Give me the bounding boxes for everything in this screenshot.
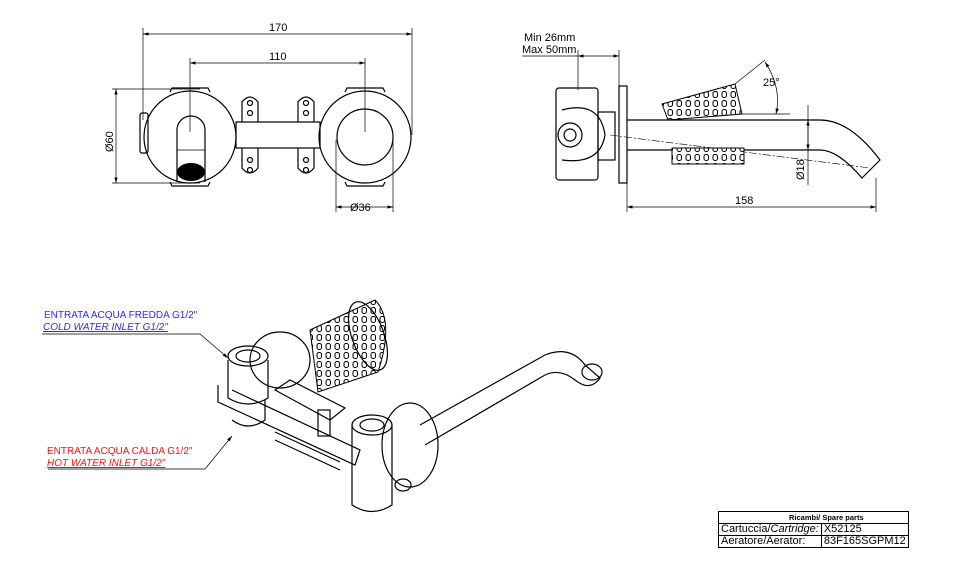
dim-110: 110 [269,51,287,63]
aerator-code: 83F165SGPM12 [820,535,909,548]
dim-diameter-36: Ø36 [350,202,371,214]
table-row: Aeratore/Aerator: 83F165SGPM12 [718,535,909,548]
cold-inlet-label-it: ENTRATA ACQUA FREDDA G1/2" [44,310,198,321]
side-view: Min 26mm Max 50mm 25° Ø18 158 [522,32,881,212]
front-view: 170 110 Ø60 Ø36 [104,22,413,214]
dim-170: 170 [269,22,287,34]
label-it: Cartuccia/ [721,523,771,535]
isometric-view: ENTRATA ACQUA FREDDA G1/2" COLD WATER IN… [42,299,603,513]
wall-min-label: Min 26mm [524,32,575,44]
hot-inlet-label-it: ENTRATA ACQUA CALDA G1/2" [47,446,193,457]
aerator-label: Aeratore/Aerator: [718,535,822,548]
dim-diameter-18: Ø18 [795,159,807,180]
dim-diameter-60: Ø60 [104,131,116,152]
cartridge-code: X52125 [820,523,909,536]
cold-inlet-label-en: COLD WATER INLET G1/2" [43,322,168,333]
wall-max-label: Max 50mm [522,44,576,56]
label-en: Cartridge: [770,523,819,535]
spare-parts-title: Ricambi/ Spare parts [718,511,909,524]
table-row: Cartuccia/Cartridge: X52125 [718,523,909,536]
hot-inlet-label-en: HOT WATER INLET G1/2" [47,458,166,469]
cartridge-label: Cartuccia/Cartridge: [718,523,822,536]
spare-parts-table: Ricambi/ Spare parts Cartuccia/Cartridge… [718,511,909,548]
angle-25: 25° [763,77,780,89]
dim-158: 158 [735,195,753,207]
